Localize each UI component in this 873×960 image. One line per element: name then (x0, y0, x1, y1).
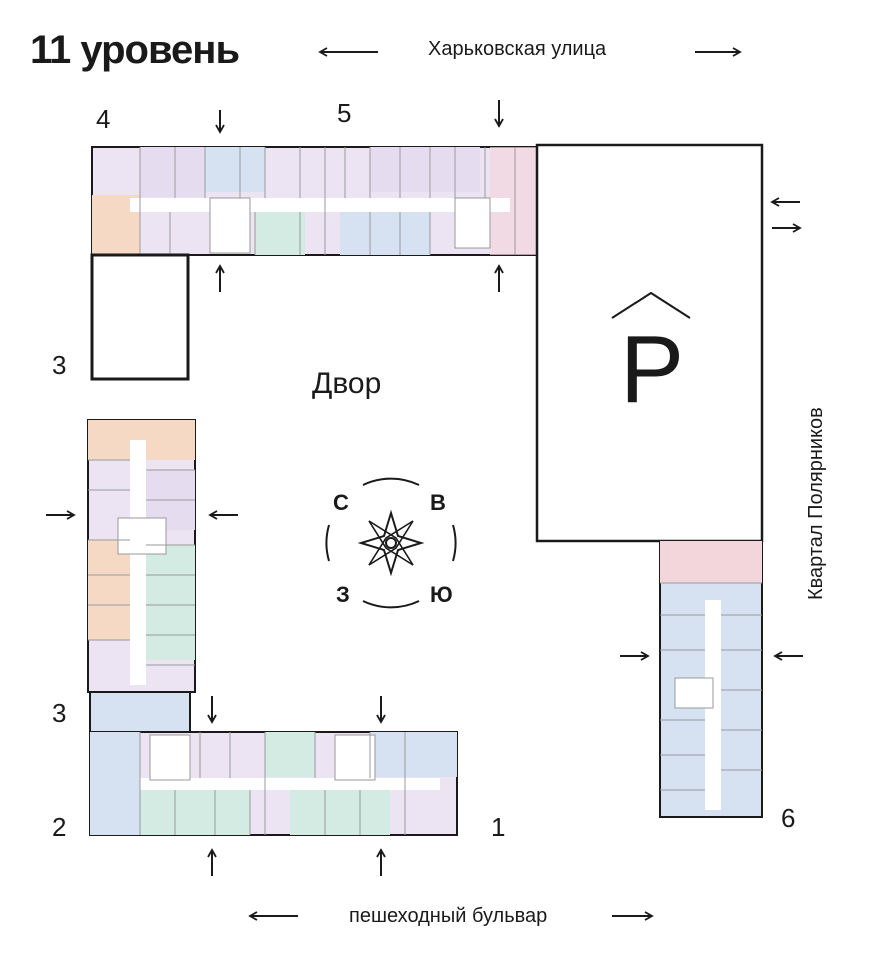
street-label-bottom: пешеходный бульвар (349, 905, 548, 927)
section-label-3-upper: 3 (52, 350, 67, 380)
compass-north-label: С (333, 490, 349, 515)
building-annex-3 (90, 253, 190, 381)
section-label-1: 1 (491, 812, 506, 842)
compass-south-label: Ю (430, 582, 453, 607)
compass-rose-icon (325, 477, 457, 609)
section-label-2: 2 (52, 812, 67, 842)
building-wing-3 (87, 419, 196, 693)
section-label-5: 5 (337, 98, 352, 128)
building-wing-6 (659, 540, 763, 818)
page-title: 11 уровень (30, 28, 240, 72)
parking-roof-icon (611, 291, 691, 319)
section-label-3-lower: 3 (52, 698, 67, 728)
street-label-top: Харьковская улица (428, 38, 607, 60)
parking-label: P (620, 316, 685, 423)
compass-east-label: В (430, 490, 446, 515)
compass-west-label: З (336, 582, 350, 607)
section-label-6: 6 (781, 803, 796, 833)
section-label-4: 4 (96, 104, 111, 134)
yard-label: Двор (312, 367, 382, 400)
parking-building (535, 143, 764, 543)
street-label-right: Квартал Полярников (805, 407, 827, 600)
building-wing-1-2 (89, 691, 458, 836)
building-wing-4-5 (91, 146, 538, 256)
